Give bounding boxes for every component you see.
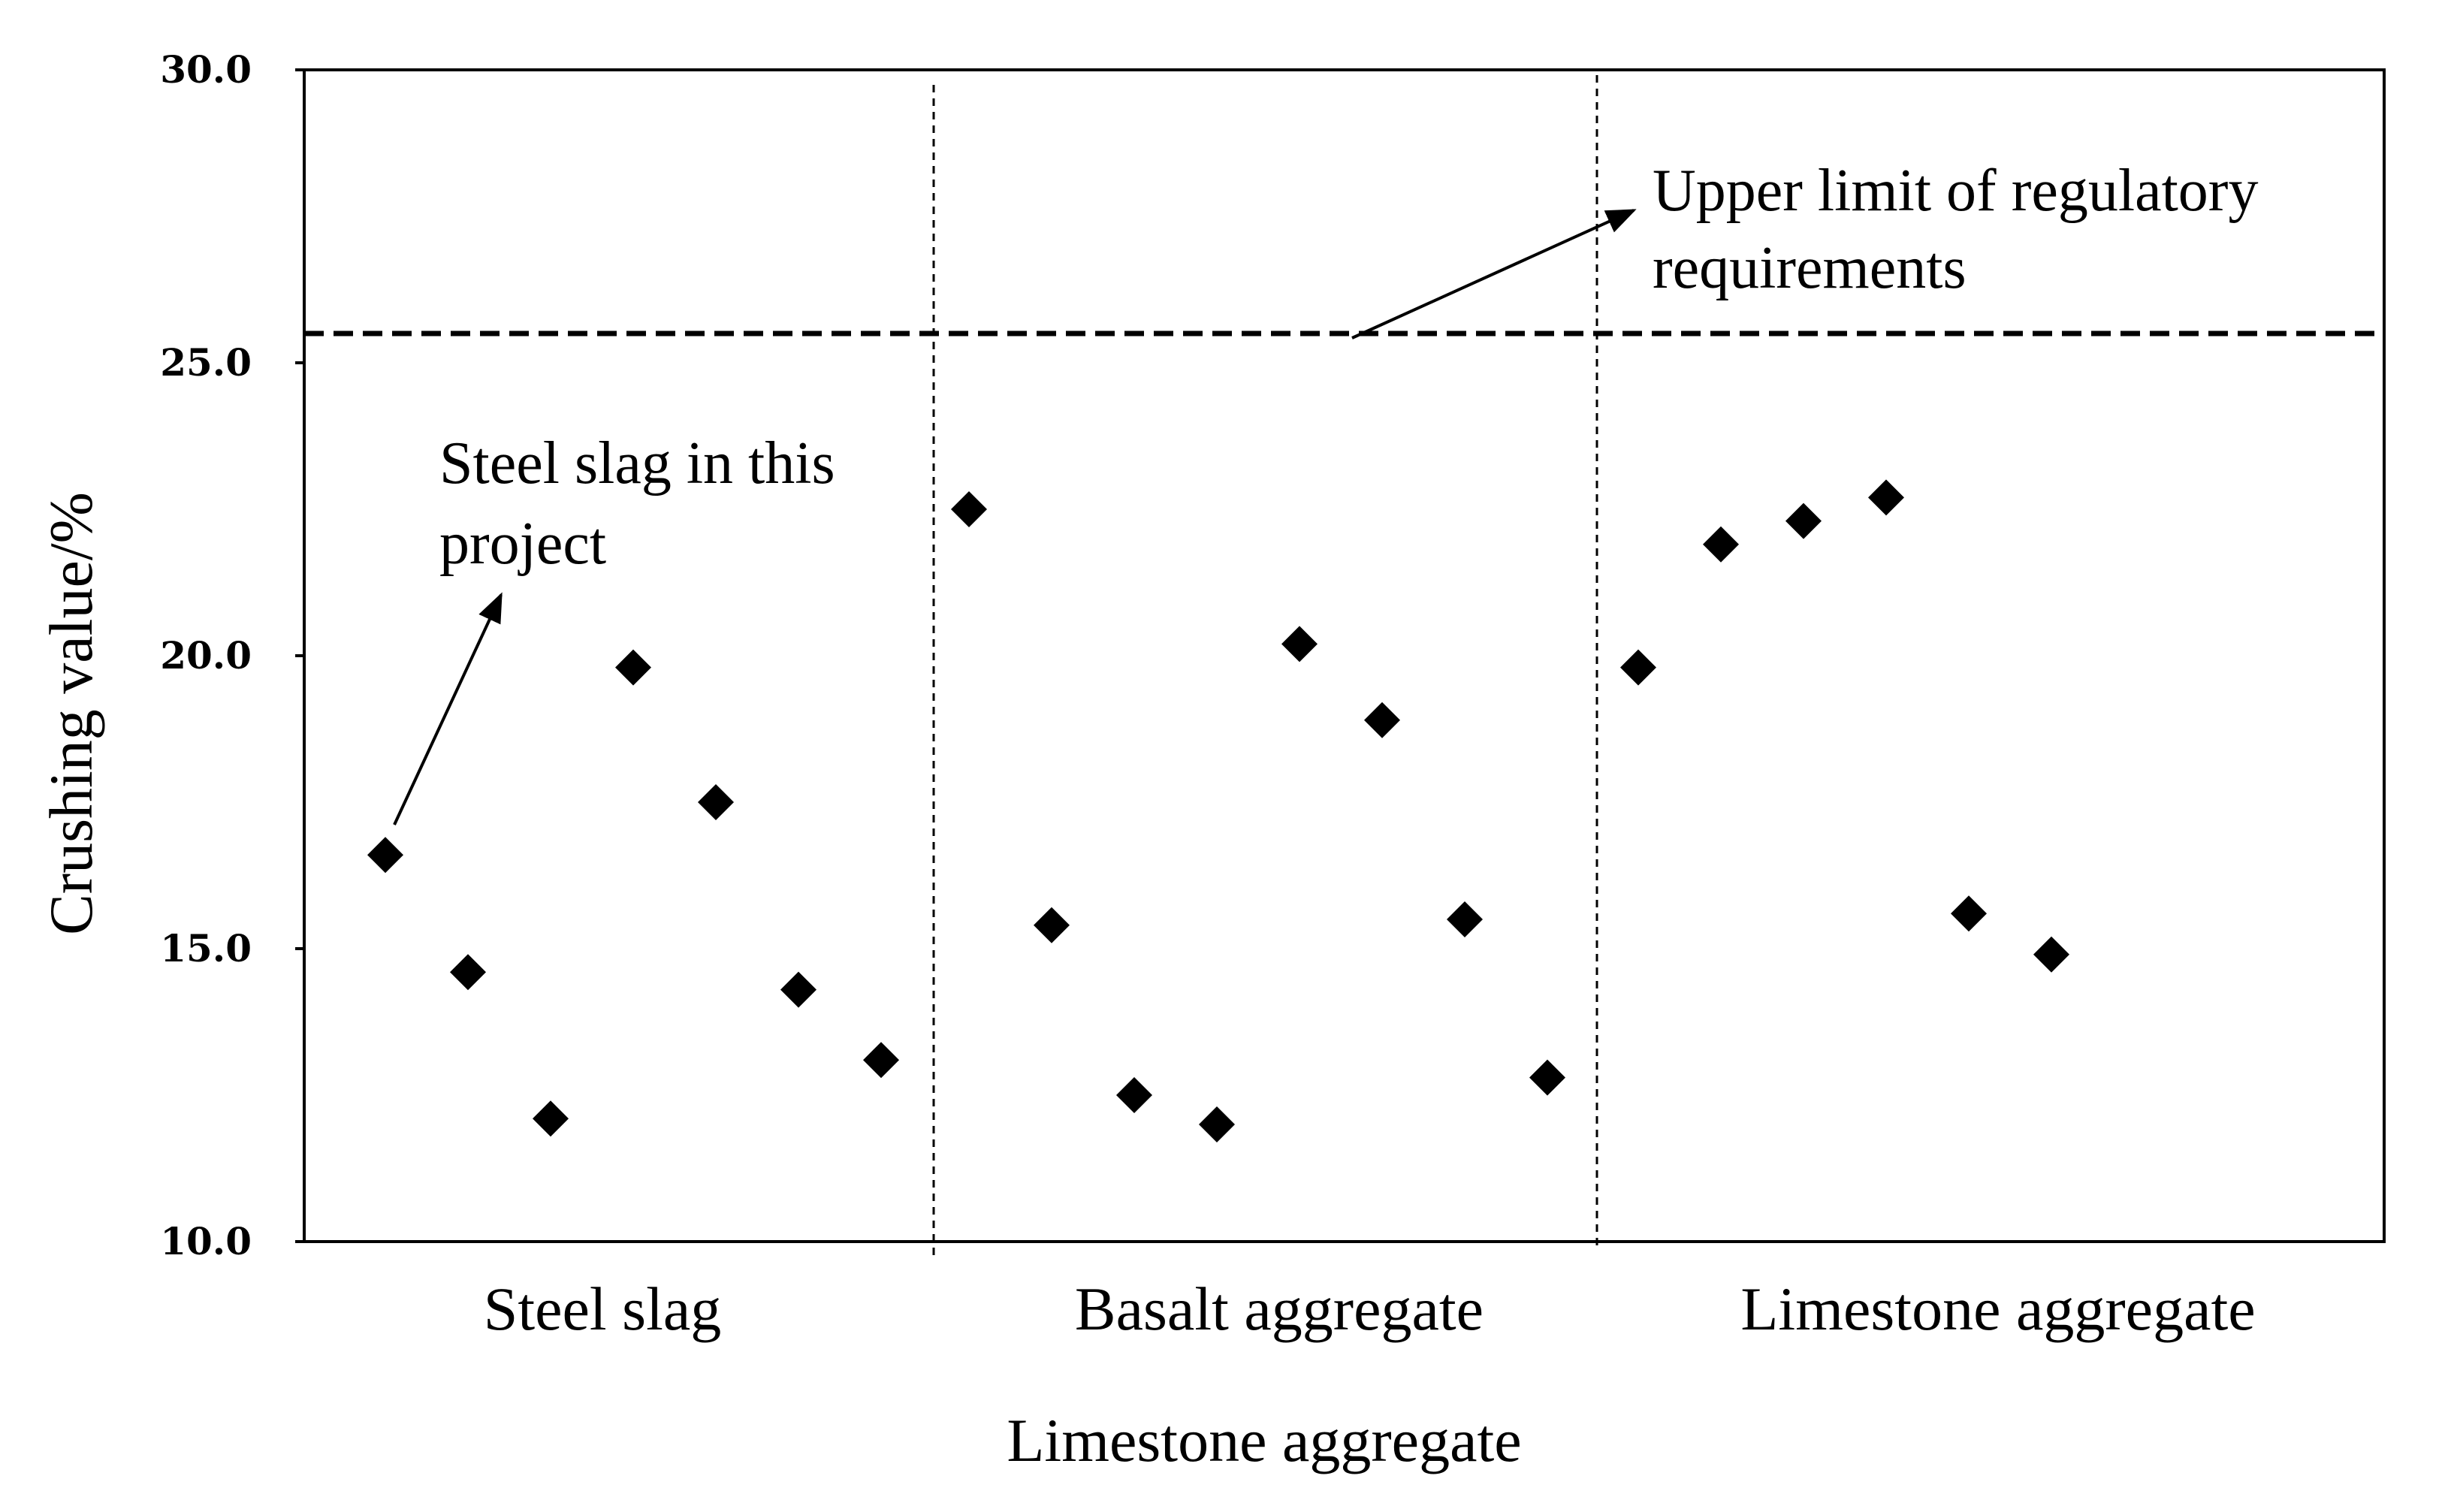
group-label-steel-slag: Steel slag xyxy=(484,1275,722,1343)
data-point-basalt-aggregate xyxy=(1199,1106,1235,1142)
y-tick-label: 10.0 xyxy=(160,1219,252,1263)
project-annotation: Steel slag in this project xyxy=(439,430,850,577)
y-tick-label: 25.0 xyxy=(160,340,252,385)
data-point-limestone-aggregate xyxy=(1620,649,1656,686)
data-points xyxy=(367,479,2069,1142)
data-point-steel-slag xyxy=(450,954,486,991)
x-group-labels: Steel slag Basalt aggregate Limestone aggr… xyxy=(484,1275,2256,1343)
x-axis-title: Limestone aggregate xyxy=(1007,1406,1521,1474)
data-point-steel-slag xyxy=(533,1100,569,1137)
plot-area-frame xyxy=(303,68,2386,1243)
project-annotation-arrow xyxy=(393,592,503,825)
data-point-basalt-aggregate xyxy=(1116,1077,1152,1113)
data-point-limestone-aggregate xyxy=(2033,936,2069,973)
data-point-limestone-aggregate xyxy=(1951,895,1987,932)
y-axis-ticks: 10.0 15.0 20.0 25.0 30.0 xyxy=(160,47,304,1263)
group-label-limestone-aggregate: Limestone aggregate xyxy=(1740,1275,2255,1343)
data-point-basalt-aggregate xyxy=(1447,901,1483,937)
data-point-steel-slag xyxy=(367,837,403,874)
regulatory-annotation-arrow xyxy=(1351,209,1637,340)
data-point-limestone-aggregate xyxy=(1703,526,1739,563)
data-point-limestone-aggregate xyxy=(1785,502,1822,539)
data-point-steel-slag xyxy=(780,971,816,1008)
y-tick-label: 20.0 xyxy=(160,633,252,678)
data-point-limestone-aggregate xyxy=(1868,479,1904,516)
data-point-basalt-aggregate xyxy=(1364,702,1400,738)
y-tick-label: 30.0 xyxy=(160,47,252,92)
data-point-basalt-aggregate xyxy=(951,491,987,527)
data-point-steel-slag xyxy=(615,649,651,686)
data-point-steel-slag xyxy=(863,1042,899,1079)
data-point-steel-slag xyxy=(698,784,734,820)
data-point-basalt-aggregate xyxy=(1281,626,1318,662)
regulatory-annotation: Upper limit of regulatory requirements xyxy=(1653,158,2273,301)
data-point-basalt-aggregate xyxy=(1034,907,1070,943)
group-label-basalt-aggregate: Basalt aggregate xyxy=(1075,1275,1484,1343)
y-tick-label: 15.0 xyxy=(160,926,252,970)
data-point-basalt-aggregate xyxy=(1529,1059,1565,1096)
y-axis-title: Crushing value/% xyxy=(37,492,105,935)
